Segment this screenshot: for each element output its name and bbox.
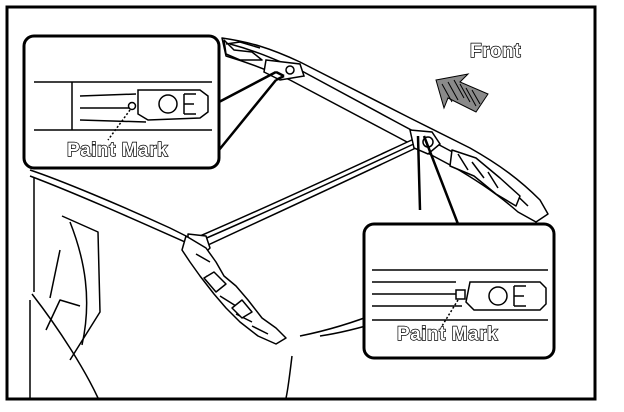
front-label: Front (469, 41, 522, 62)
roof-rail-right (181, 235, 287, 345)
paint-mark-label-left: Paint Mark (66, 140, 169, 161)
outer-frame (5, 5, 597, 401)
vehicle-body (29, 169, 529, 399)
front-arrow-icon (435, 73, 489, 113)
paint-mark-label-right: Paint Mark (396, 324, 499, 345)
crossbar-end-rear (263, 59, 305, 81)
detail-callout-right (362, 135, 556, 360)
detail-callout-left (22, 34, 285, 170)
